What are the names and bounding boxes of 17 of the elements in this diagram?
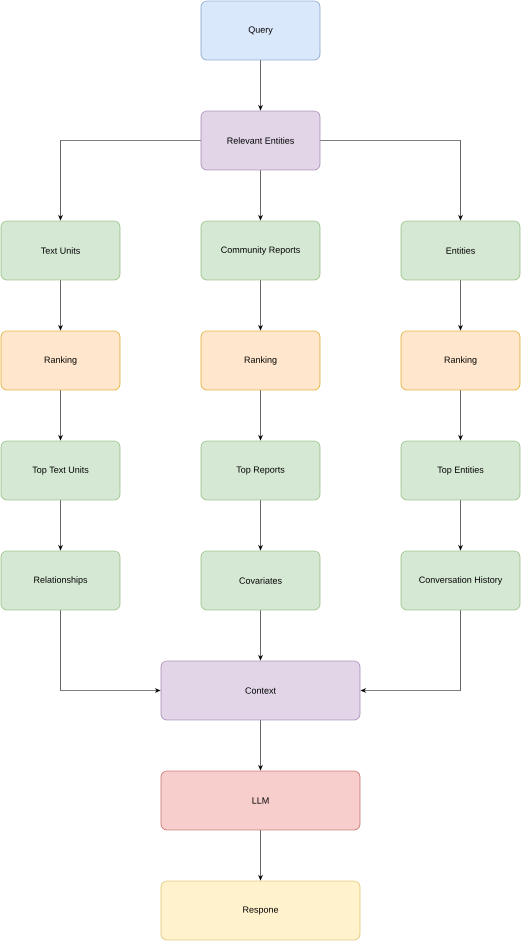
output-box: Respone: [160, 880, 360, 940]
process-box: Ranking: [200, 330, 320, 390]
process-box: Community Reports: [200, 220, 320, 280]
process-box: Top Entities: [400, 440, 520, 500]
process-box: Conversation History: [400, 550, 520, 610]
process-box: LLM: [160, 770, 360, 830]
process-box: Context: [160, 660, 360, 720]
process-box: Ranking: [400, 330, 520, 390]
process-box: Covariates: [200, 550, 320, 610]
process-box: Top Reports: [200, 440, 320, 500]
process-box: Relevant Entities: [200, 110, 320, 170]
process-box: Top Text Units: [0, 440, 120, 500]
process-box: Relationships: [0, 550, 120, 610]
process-box: Ranking: [0, 330, 120, 390]
process-box: Entities: [400, 220, 520, 280]
process-box: Text Units: [0, 220, 120, 280]
query-box: Query: [200, 0, 320, 60]
